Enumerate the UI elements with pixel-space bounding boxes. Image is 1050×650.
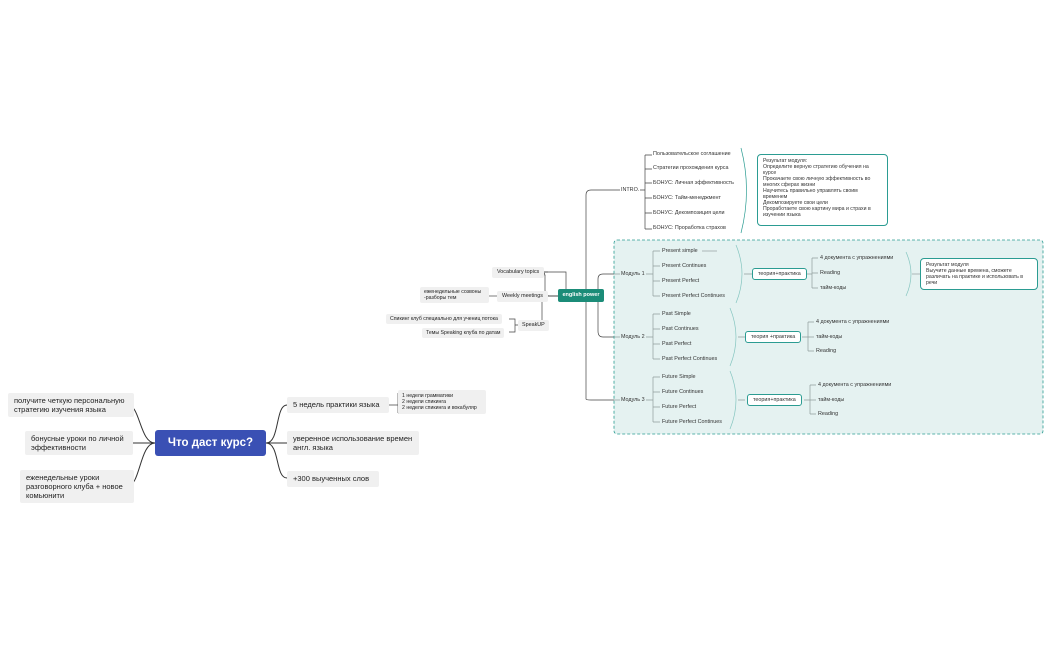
benefit-tenses-text: уверенное использование времен англ. язы…	[293, 434, 413, 452]
benefit-strategy-text: получите четкую персональную стратегию и…	[14, 396, 125, 414]
module-2-material-3[interactable]: Reading	[816, 348, 837, 354]
module-3-label[interactable]: Модуль 3	[621, 397, 645, 403]
benefit-words-text: +300 выученных слов	[293, 474, 370, 483]
module-1-label[interactable]: Модуль 1	[621, 271, 645, 277]
speakup-note-topics-text: Темы Speaking клуба по датам	[426, 330, 501, 336]
module-2-label[interactable]: Модуль 2	[621, 334, 645, 340]
module-2-topic-1[interactable]: Past Simple	[662, 311, 691, 317]
intro-result-2: Определите верную стратегию обучения на …	[763, 164, 869, 176]
intro-result-3: Прокачаете свою личную эффективность во …	[763, 176, 871, 188]
module-2-material-2[interactable]: тайм-коды	[816, 334, 843, 340]
speakup-note-topics: Темы Speaking клуба по датам	[422, 328, 505, 338]
intro-label[interactable]: INTRO.	[621, 187, 640, 193]
intro-result-5: Декомпозируете свои цели	[763, 200, 828, 206]
benefit-bonus-text: бонусные уроки по личной эффективности	[31, 434, 124, 452]
module-1-material-2[interactable]: Reading	[820, 270, 841, 276]
intro-item-6[interactable]: БОНУС: Проработка страхов	[653, 225, 726, 231]
weekly-note: еженедельные созвоны -разборы тем	[420, 287, 489, 303]
speakup-note-club-text: Спикинг клуб специально для учениц поток…	[390, 316, 498, 322]
benefit-strategy[interactable]: получите четкую персональную стратегию и…	[8, 393, 134, 417]
benefit-club-text: еженедельные уроки разговорного клуба + …	[26, 473, 123, 500]
intro-result-1: Результат модуля:	[763, 158, 808, 164]
intro-item-4[interactable]: БОНУС: Тайм-менеджмент	[653, 195, 721, 201]
module-3-topic-1[interactable]: Future Simple	[662, 374, 696, 380]
module-3-method[interactable]: теория+практика	[747, 394, 802, 406]
benefit-practice-text: 5 недель практики языка	[293, 400, 380, 409]
module-2-topic-2[interactable]: Past Continues	[662, 326, 699, 332]
benefit-practice[interactable]: 5 недель практики языка	[287, 397, 389, 413]
english-power-node[interactable]: english power	[558, 289, 604, 302]
benefit-words[interactable]: +300 выученных слов	[287, 471, 379, 487]
root-node[interactable]: Что даст курс?	[155, 430, 266, 456]
benefit-club[interactable]: еженедельные уроки разговорного клуба + …	[20, 470, 134, 503]
intro-result: Результат модуля: Определите верную стра…	[757, 154, 888, 226]
benefit-tenses[interactable]: уверенное использование времен англ. язы…	[287, 431, 419, 455]
module-3-topic-3[interactable]: Future Perfect	[662, 404, 697, 410]
speakup-label: SpeakUP	[522, 322, 545, 328]
intro-item-1[interactable]: Пользовательское соглашение	[653, 151, 731, 157]
module-1-material-1[interactable]: 4 документа с упражнениями	[820, 255, 894, 261]
module-result-text: Выучите данные времена, сможете различат…	[926, 268, 1024, 286]
practice-week-2: 2 недели спикинга	[402, 399, 447, 405]
module-2-topic-3[interactable]: Past Perfect	[662, 341, 692, 347]
module-2-topic-4[interactable]: Past Perfect Continues	[662, 356, 718, 362]
module-3-material-3[interactable]: Reading	[818, 411, 839, 417]
practice-week-3: 2 недели спикинга и вокабуляр	[402, 405, 477, 411]
module-1-method[interactable]: теория+практика	[752, 268, 807, 280]
weekly-meetings[interactable]: Weekly meetings	[497, 291, 548, 302]
module-3-material-1[interactable]: 4 документа с упражнениями	[818, 382, 892, 388]
speakup-note-club: Спикинг клуб специально для учениц поток…	[386, 314, 502, 324]
module-1-topic-1[interactable]: Present simple	[662, 248, 698, 254]
module-result-title: Результат модуля	[926, 262, 969, 268]
practice-breakdown: 1 недели грамматики 2 недели спикинга 2 …	[398, 390, 486, 414]
module-1-material-3[interactable]: тайм-коды	[820, 285, 847, 291]
intro-item-5[interactable]: БОНУС: Декомпозиция цели	[653, 210, 725, 216]
intro-result-4: Научитесь правильно управлять своим врем…	[763, 188, 858, 200]
module-3-material-2[interactable]: тайм-коды	[818, 397, 845, 403]
module-3-topic-4[interactable]: Future Perfect Continues	[662, 419, 722, 425]
vocabulary-topics[interactable]: Vocabulary topics	[492, 267, 545, 278]
weekly-note-1: еженедельные созвоны	[424, 289, 482, 295]
intro-item-2[interactable]: Стратегии прохождения курса	[653, 165, 729, 171]
weekly-note-2: -разборы тем	[424, 295, 457, 301]
module-1-topic-4[interactable]: Present Perfect Continues	[662, 293, 725, 299]
weekly-meetings-label: Weekly meetings	[502, 293, 543, 299]
module-1-topic-2[interactable]: Present Continues	[662, 263, 707, 269]
module-1-topic-3[interactable]: Present Perfect	[662, 278, 700, 284]
practice-week-1: 1 недели грамматики	[402, 393, 454, 399]
module-2-method[interactable]: теория +практика	[745, 331, 802, 343]
module-3-topic-2[interactable]: Future Continues	[662, 389, 704, 395]
vocabulary-topics-label: Vocabulary topics	[497, 269, 540, 275]
module-result: Результат модуля Выучите данные времена,…	[920, 258, 1038, 290]
speakup[interactable]: SpeakUP	[518, 320, 549, 331]
intro-item-3[interactable]: БОНУС: Личная эффективность	[653, 180, 734, 186]
benefit-bonus[interactable]: бонусные уроки по личной эффективности	[25, 431, 133, 455]
intro-result-6: Проработаете свою картину мира и страхи …	[763, 206, 871, 218]
module-2-material-1[interactable]: 4 документа с упражнениями	[816, 319, 890, 325]
